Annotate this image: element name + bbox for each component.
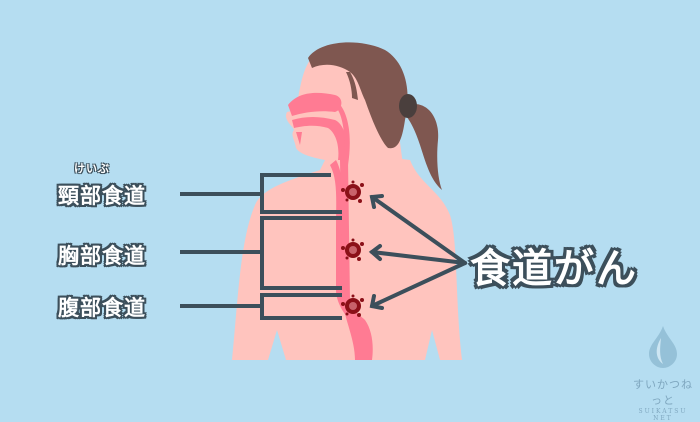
logo-text-jp: すいかつねっと xyxy=(633,378,693,407)
site-logo: すいかつねっと SUIKATSU NET xyxy=(628,330,698,422)
label-abdominal-esophagus: 腹部食道 xyxy=(58,296,146,320)
tumor-markers xyxy=(341,180,364,317)
hair xyxy=(308,42,442,190)
hair-tie xyxy=(399,94,417,118)
label-thoracic-esophagus: 胸部食道 xyxy=(58,244,146,268)
tumor-abdominal-icon xyxy=(341,294,364,317)
water-drop-icon xyxy=(649,326,677,368)
esophageal-cancer-diagram: けいぶ 頸部食道 胸部食道 腹部食道 食道がん すいかつねっと SUIKATSU… xyxy=(58,42,692,422)
arrows xyxy=(368,194,467,310)
label-cervical-esophagus: 頸部食道 xyxy=(58,184,146,208)
tumor-cervical-icon xyxy=(341,180,364,203)
title-esophageal-cancer: 食道がん xyxy=(470,246,638,292)
ruby-reading: けいぶ xyxy=(74,162,110,175)
logo-text-en: SUIKATSU NET xyxy=(638,408,688,422)
bracket-lines xyxy=(180,173,342,320)
tumor-thoracic-icon xyxy=(341,238,364,261)
